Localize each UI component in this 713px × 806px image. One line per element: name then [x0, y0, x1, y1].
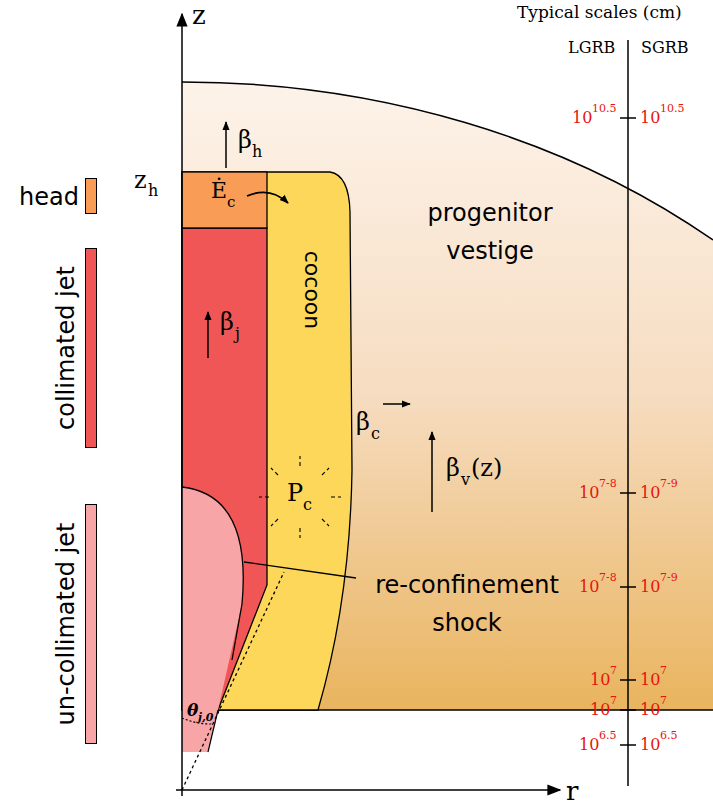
legend-label: collimated jet	[54, 266, 78, 430]
progenitor-region	[182, 82, 713, 710]
tick-exponent: 7-8	[599, 572, 617, 583]
uncollimated-jet	[182, 487, 243, 710]
symbol-label: β	[356, 410, 370, 434]
scale-heading: SGRB	[641, 40, 689, 56]
cocoon-node: cocoon	[267, 172, 352, 710]
symbol-label: c	[227, 195, 235, 210]
legend-swatch	[85, 504, 97, 744]
tick-exponent: 6.5	[599, 730, 617, 741]
tick-value: 10	[590, 702, 610, 718]
tick-exponent: 6.5	[660, 730, 678, 741]
region-label: progenitor vestige	[390, 194, 590, 271]
symbol-label: v	[461, 472, 470, 488]
scale-axis	[627, 40, 629, 786]
tick-exponent: 7-9	[660, 572, 678, 583]
symbol-label: j,0	[198, 712, 213, 723]
tick-value: 10	[579, 737, 599, 753]
symbol-label: θ	[187, 702, 198, 719]
legend-label: head	[19, 185, 79, 209]
tick-value: 10	[640, 579, 660, 595]
z-axis	[181, 14, 183, 796]
tick-value: 10	[572, 110, 592, 126]
symbol-label: c	[371, 426, 380, 442]
symbol-label: β	[446, 456, 460, 480]
tick-exponent: 7-9	[660, 478, 678, 489]
region-label: cocoon	[301, 251, 323, 330]
r-axis	[176, 789, 560, 791]
tick-exponent: 10.5	[592, 103, 617, 114]
symbol-label: h	[252, 144, 262, 160]
symbol-label: β	[220, 310, 234, 334]
tick-value: 10	[640, 672, 660, 688]
symbol-label: h	[148, 183, 158, 199]
jet-head	[182, 172, 267, 228]
tick-value: 10	[640, 702, 660, 718]
scale-heading: Typical scales (cm)	[517, 4, 682, 21]
reconfinement-shock	[182, 487, 243, 660]
tick-value: 10	[579, 579, 599, 595]
symbol-label: (z)	[471, 456, 502, 480]
tick-value: 10	[579, 485, 599, 501]
legend-label: un-collimated jet	[54, 523, 78, 726]
collimated-jet	[182, 228, 267, 710]
symbol-label: β	[238, 128, 252, 152]
tick-exponent: 7-8	[599, 478, 617, 489]
scale-heading: LGRB	[568, 40, 615, 56]
cocoon-region	[182, 172, 352, 710]
tick-value: 10	[640, 110, 660, 126]
symbol-label: P	[287, 481, 303, 505]
legend-swatch	[85, 248, 97, 448]
symbol-label: z	[192, 2, 206, 28]
tick-exponent: 10.5	[660, 103, 685, 114]
callout-label: re-confinement shock	[356, 566, 578, 643]
tick-exponent: 7	[610, 695, 617, 706]
leader-line	[244, 562, 356, 578]
tick-exponent: 7	[660, 695, 667, 706]
tick-exponent: 7	[610, 665, 617, 676]
symbol-label: z	[134, 168, 147, 192]
legend-swatch	[85, 178, 97, 214]
symbol-label: c	[303, 497, 312, 513]
symbol-label: j	[235, 326, 240, 342]
symbol-label: Ė	[211, 180, 227, 202]
tick-value: 10	[590, 672, 610, 688]
tick-value: 10	[640, 485, 660, 501]
tick-value: 10	[640, 737, 660, 753]
tick-exponent: 7	[660, 665, 667, 676]
symbol-label: r	[566, 778, 578, 804]
